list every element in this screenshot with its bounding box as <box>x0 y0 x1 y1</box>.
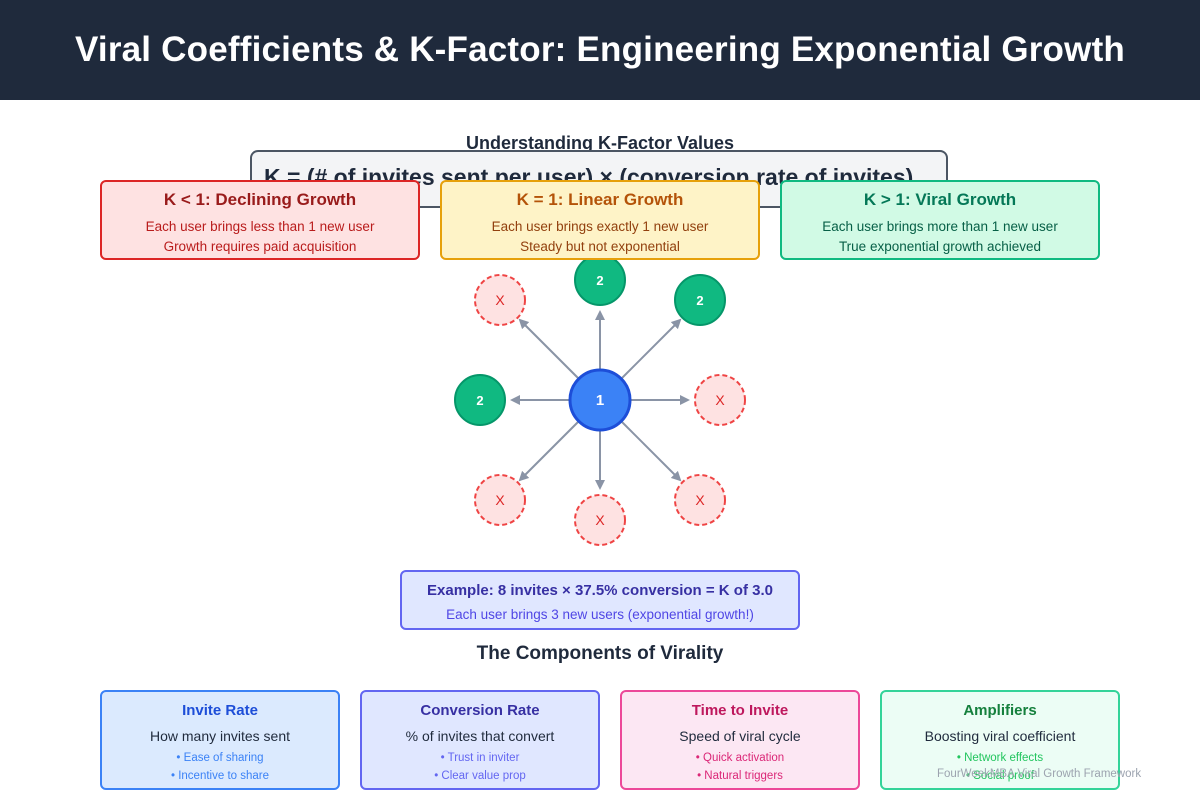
component-title: Invite Rate <box>182 702 258 719</box>
svg-text:2: 2 <box>696 293 703 308</box>
component-card-invite-rate: Invite Rate How many invites sent • Ease… <box>100 690 340 790</box>
k-card-declining: K < 1: Declining Growth Each user brings… <box>100 180 420 260</box>
svg-text:X: X <box>695 492 705 508</box>
svg-text:X: X <box>715 392 725 408</box>
svg-text:2: 2 <box>476 393 483 408</box>
component-bullet: • Clear value prop <box>434 770 526 782</box>
component-desc: Boosting viral coefficient <box>924 728 1076 744</box>
svg-text:2: 2 <box>596 273 603 288</box>
component-bullet: • Incentive to share <box>171 770 269 782</box>
invitee-node-converted: 2 <box>454 374 506 426</box>
component-bullet: • Network effects <box>956 752 1044 764</box>
example-title: Example: 8 invites × 37.5% conversion = … <box>427 582 773 599</box>
invite-arrow <box>620 420 682 482</box>
page-title: Viral Coefficients & K-Factor: Engineeri… <box>74 30 1125 69</box>
invitee-node-converted: 2 <box>574 254 626 306</box>
svg-text:X: X <box>495 292 505 308</box>
component-title: Conversion Rate <box>420 702 540 719</box>
understanding-title: Understanding K-Factor Values <box>465 133 735 153</box>
example-box: Example: 8 invites × 37.5% conversion = … <box>400 570 800 630</box>
component-title: Time to Invite <box>691 702 789 719</box>
example-subtitle: Each user brings 3 new users (exponentia… <box>446 607 754 622</box>
svg-text:1: 1 <box>596 392 604 409</box>
k-card-title: K = 1: Linear Growth <box>516 190 684 209</box>
k-card-line: Each user brings less than 1 new user <box>145 219 375 234</box>
header-bar: Viral Coefficients & K-Factor: Engineeri… <box>0 0 1200 100</box>
k-card-title: K > 1: Viral Growth <box>863 190 1017 209</box>
invitee-node-failed: X <box>474 274 526 326</box>
k-card-line: Each user brings more than 1 new user <box>822 219 1058 234</box>
center-user-node: 1 <box>568 368 632 432</box>
invitee-node-failed: X <box>694 374 746 426</box>
component-bullet: • Social proof <box>966 770 1034 782</box>
k-card-line: True exponential growth achieved <box>838 239 1042 254</box>
k-card-line: Steady but not exponential <box>520 239 680 254</box>
component-desc: How many invites sent <box>149 728 291 744</box>
invitee-node-failed: X <box>574 494 626 546</box>
invitee-node-converted: 2 <box>674 274 726 326</box>
invitee-node-failed: X <box>674 474 726 526</box>
component-desc: Speed of viral cycle <box>679 728 801 744</box>
k-card-line: Each user brings exactly 1 new user <box>491 219 709 234</box>
component-desc: % of invites that convert <box>405 728 555 744</box>
component-bullet: • Trust in inviter <box>440 752 520 764</box>
invite-arrow <box>518 420 580 482</box>
footer-credit: FourWeekMBA Viral Growth Framework <box>937 768 1142 780</box>
k-card-title: K < 1: Declining Growth <box>163 190 357 209</box>
component-title: Amplifiers <box>963 702 1037 719</box>
k-card-viral: K > 1: Viral Growth Each user brings mor… <box>780 180 1100 260</box>
k-card-linear: K = 1: Linear Growth Each user brings ex… <box>440 180 760 260</box>
svg-text:X: X <box>495 492 505 508</box>
component-card-amplifiers: Amplifiers Boosting viral coefficient • … <box>880 690 1120 790</box>
k-card-line: Growth requires paid acquisition <box>163 239 357 254</box>
component-bullet: • Natural triggers <box>697 770 783 782</box>
component-bullet: • Quick activation <box>695 752 785 764</box>
invitee-node-failed: X <box>474 474 526 526</box>
invite-arrow <box>518 318 580 380</box>
invite-arrow <box>620 318 682 380</box>
components-title: The Components of Virality <box>476 643 724 664</box>
component-card-conversion-rate: Conversion Rate % of invites that conver… <box>360 690 600 790</box>
component-card-time-to-invite: Time to Invite Speed of viral cycle • Qu… <box>620 690 860 790</box>
svg-text:X: X <box>595 512 605 528</box>
component-bullet: • Ease of sharing <box>176 752 264 764</box>
